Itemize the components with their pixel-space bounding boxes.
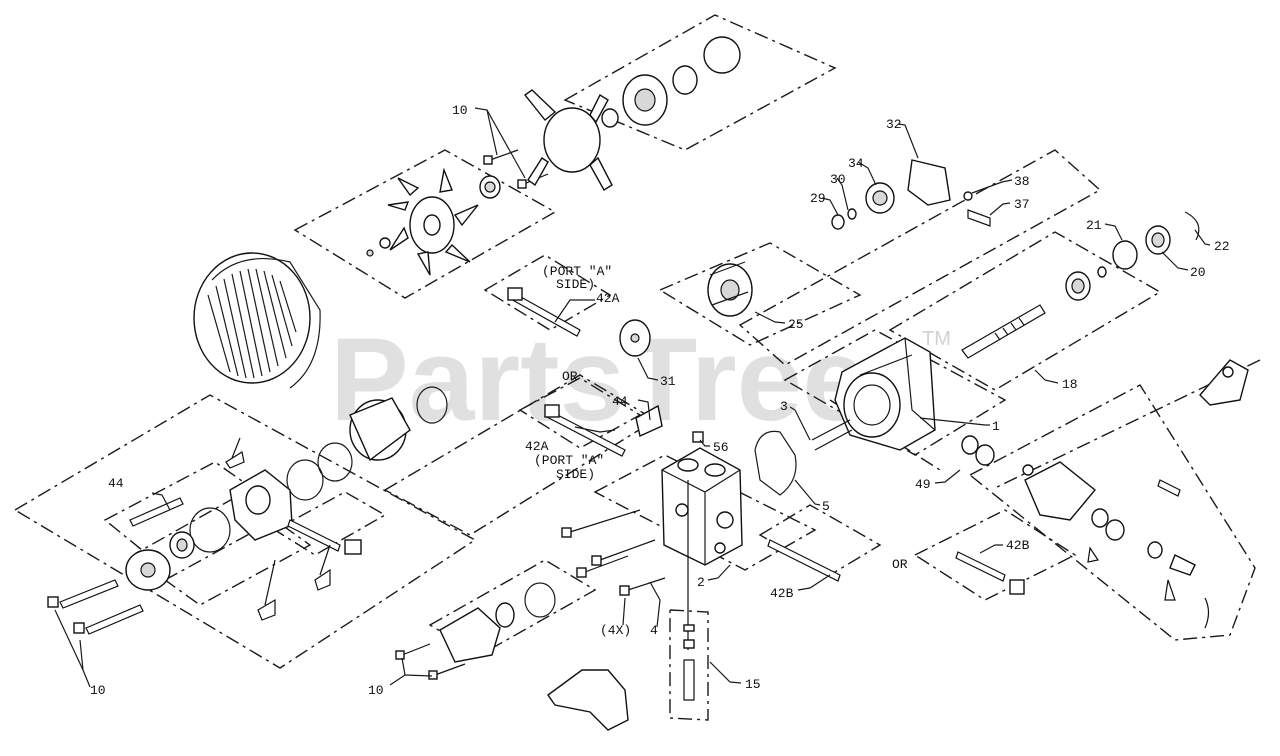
- callout-port-a-2: (PORT "A": [534, 453, 604, 468]
- center-block: [507, 287, 797, 701]
- callout-port-a-1: (PORT "A": [542, 264, 612, 279]
- bottom-assembly: [395, 582, 629, 731]
- callout-31: 31: [660, 374, 676, 389]
- callout-42a-center: 42A: [525, 439, 549, 454]
- callout-10-bottom-left: 10: [90, 683, 106, 698]
- upper-right-components: [619, 159, 1200, 359]
- main-housing: [811, 337, 936, 451]
- callout-42b-right: 42B: [1006, 538, 1030, 553]
- callout-20: 20: [1190, 265, 1206, 280]
- callout-34: 34: [848, 156, 864, 171]
- callout-5: 5: [822, 499, 830, 514]
- callout-2: 2: [697, 575, 705, 590]
- callout-29: 29: [810, 191, 826, 206]
- callout-44-left: 44: [108, 476, 124, 491]
- right-control-assembly: [767, 359, 1249, 629]
- callout-42b-center: 42B: [770, 586, 794, 601]
- callout-10-bottom: 10: [368, 683, 384, 698]
- leader-lines: [54, 107, 1211, 688]
- callout-37: 37: [1014, 197, 1030, 212]
- callout-side-2: SIDE): [556, 467, 595, 482]
- callout-labels: 10 32 34 30 29 38 37 21 22 20 (PORT "A" …: [90, 103, 1230, 698]
- callout-56: 56: [713, 440, 729, 455]
- fan-assembly: [193, 36, 741, 389]
- callout-side-1: SIDE): [556, 277, 595, 292]
- callout-or-1: OR: [562, 369, 578, 384]
- callout-21: 21: [1086, 218, 1102, 233]
- callout-32: 32: [886, 117, 902, 132]
- callout-22: 22: [1214, 239, 1230, 254]
- callout-42a-top: 42A: [596, 291, 620, 306]
- callout-15: 15: [745, 677, 761, 692]
- callout-4: 4: [650, 623, 658, 638]
- callout-38: 38: [1014, 174, 1030, 189]
- callout-3: 3: [780, 399, 788, 414]
- watermark-trademark: TM: [922, 328, 951, 350]
- watermark-text: PartsTree: [330, 314, 868, 446]
- callout-1: 1: [992, 419, 1000, 434]
- callout-4x: (4X): [600, 623, 631, 638]
- left-assembly: [47, 386, 448, 635]
- callout-18: 18: [1062, 377, 1078, 392]
- callout-49: 49: [915, 477, 931, 492]
- callout-30: 30: [830, 172, 846, 187]
- callout-or-2: OR: [892, 557, 908, 572]
- callout-44-center: 44: [612, 394, 628, 409]
- group-outlines: [13, 14, 1261, 721]
- callout-25: 25: [788, 317, 804, 332]
- callout-10-top: 10: [452, 103, 468, 118]
